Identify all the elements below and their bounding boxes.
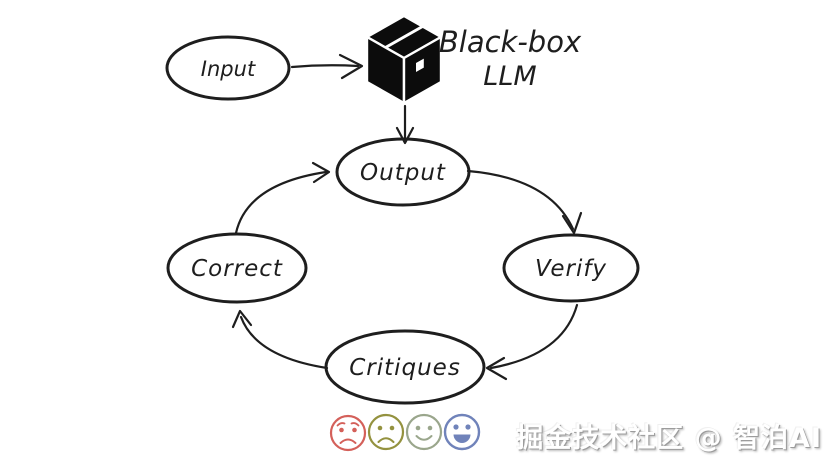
watermark: 掘金技术社区 @ 智泊AI	[516, 423, 822, 454]
critiques-ellipse	[324, 329, 486, 405]
emoji-grin-face-icon	[443, 413, 481, 451]
llm-label-line2: LLM	[483, 61, 536, 92]
node-output: Output	[335, 137, 471, 207]
black-box-icon	[365, 14, 443, 105]
arrow-verify-to-critiques	[485, 303, 579, 381]
box-label-sticker	[416, 58, 424, 72]
input-label: Input	[201, 57, 256, 81]
arrowhead	[395, 126, 415, 145]
arrowhead	[311, 161, 331, 184]
correct-label: Correct	[191, 256, 283, 282]
node-critiques: Critiques	[324, 329, 486, 405]
verify-ellipse	[502, 233, 640, 303]
arrowhead	[231, 309, 253, 329]
critiques-label: Critiques	[349, 355, 461, 381]
node-correct: Correct	[166, 232, 308, 304]
node-verify: Verify	[502, 233, 640, 303]
output-label: Output	[360, 160, 446, 186]
arrowhead	[338, 53, 364, 80]
verify-label: Verify	[535, 256, 607, 282]
emoji-sad-face-icon	[367, 413, 405, 451]
correct-ellipse	[166, 232, 308, 304]
arrow-correct-to-output	[234, 161, 331, 235]
feedback-emoji-row	[329, 413, 481, 452]
arrow-input-to-llm	[290, 53, 364, 80]
arrowhead	[485, 356, 508, 381]
input-ellipse	[165, 35, 291, 101]
emoji-worried-face-icon	[329, 414, 367, 452]
arrow-llm-to-output	[395, 104, 415, 145]
emoji-smile-face-icon	[405, 413, 443, 451]
arrow-critiques-to-correct	[231, 309, 329, 370]
llm-label-line1: Black-box	[439, 25, 582, 59]
node-input: Input	[165, 35, 291, 101]
arrowhead	[561, 211, 583, 235]
arrow-output-to-verify	[466, 169, 583, 235]
output-ellipse	[335, 137, 471, 207]
